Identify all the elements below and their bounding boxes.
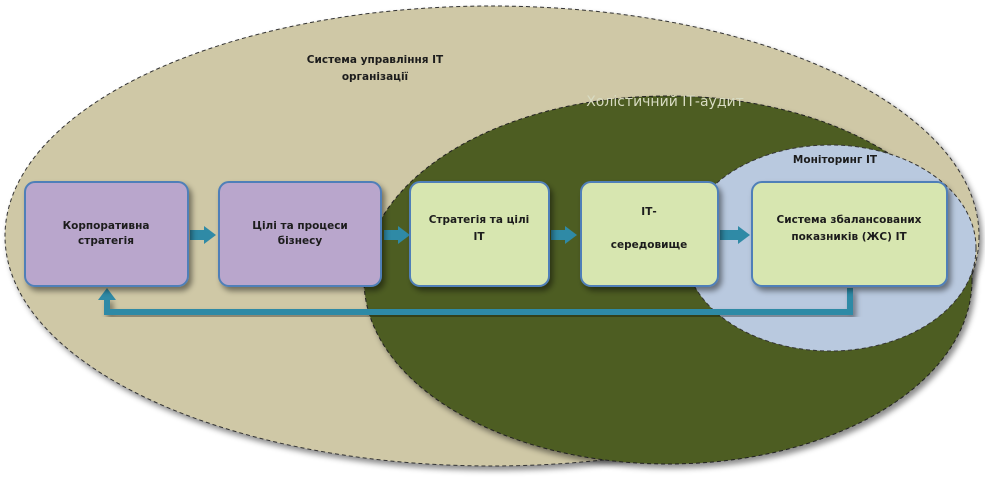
feedback-arrow-head <box>98 288 116 300</box>
flow-arrow-2 <box>384 226 410 244</box>
outer-region-label-line2: організації <box>342 71 409 83</box>
node-it-strategy-line1: Стратегія та цілі <box>429 214 530 226</box>
node-business-goals-line1: Цілі та процеси <box>252 220 348 232</box>
outer-region-label-line1: Система управління ІТ <box>307 54 444 66</box>
node-business-goals: Цілі та процеси бізнесу <box>218 181 382 287</box>
node-balanced-scorecard: Система збалансованих показників (ЖС) ІТ <box>751 181 948 287</box>
flow-arrow-1 <box>190 226 216 244</box>
node-it-strategy: Стратегія та цілі ІТ <box>409 181 550 287</box>
node-business-goals-line2: бізнесу <box>278 235 323 247</box>
holistic-audit-label: Холістичний ІТ-аудит <box>586 94 744 110</box>
node-it-environment-line1: ІТ- <box>641 206 656 218</box>
node-it-strategy-line2: ІТ <box>473 231 485 243</box>
monitoring-label: Моніторинг ІТ <box>793 154 878 166</box>
node-bsc-line1: Система збалансованих <box>777 214 922 226</box>
node-bsc-line2: показників (ЖС) ІТ <box>791 231 907 243</box>
node-it-environment: ІТ- середовище <box>580 181 719 287</box>
node-corporate-strategy-line2: стратегія <box>78 235 134 247</box>
flow-arrow-3 <box>551 226 577 244</box>
node-it-environment-line2: середовище <box>611 239 687 251</box>
flow-arrow-4 <box>720 226 750 244</box>
node-corporate-strategy-line1: Корпоративна <box>63 220 150 232</box>
node-corporate-strategy: Корпоративна стратегія <box>24 181 189 287</box>
feedback-arrow <box>104 288 853 315</box>
